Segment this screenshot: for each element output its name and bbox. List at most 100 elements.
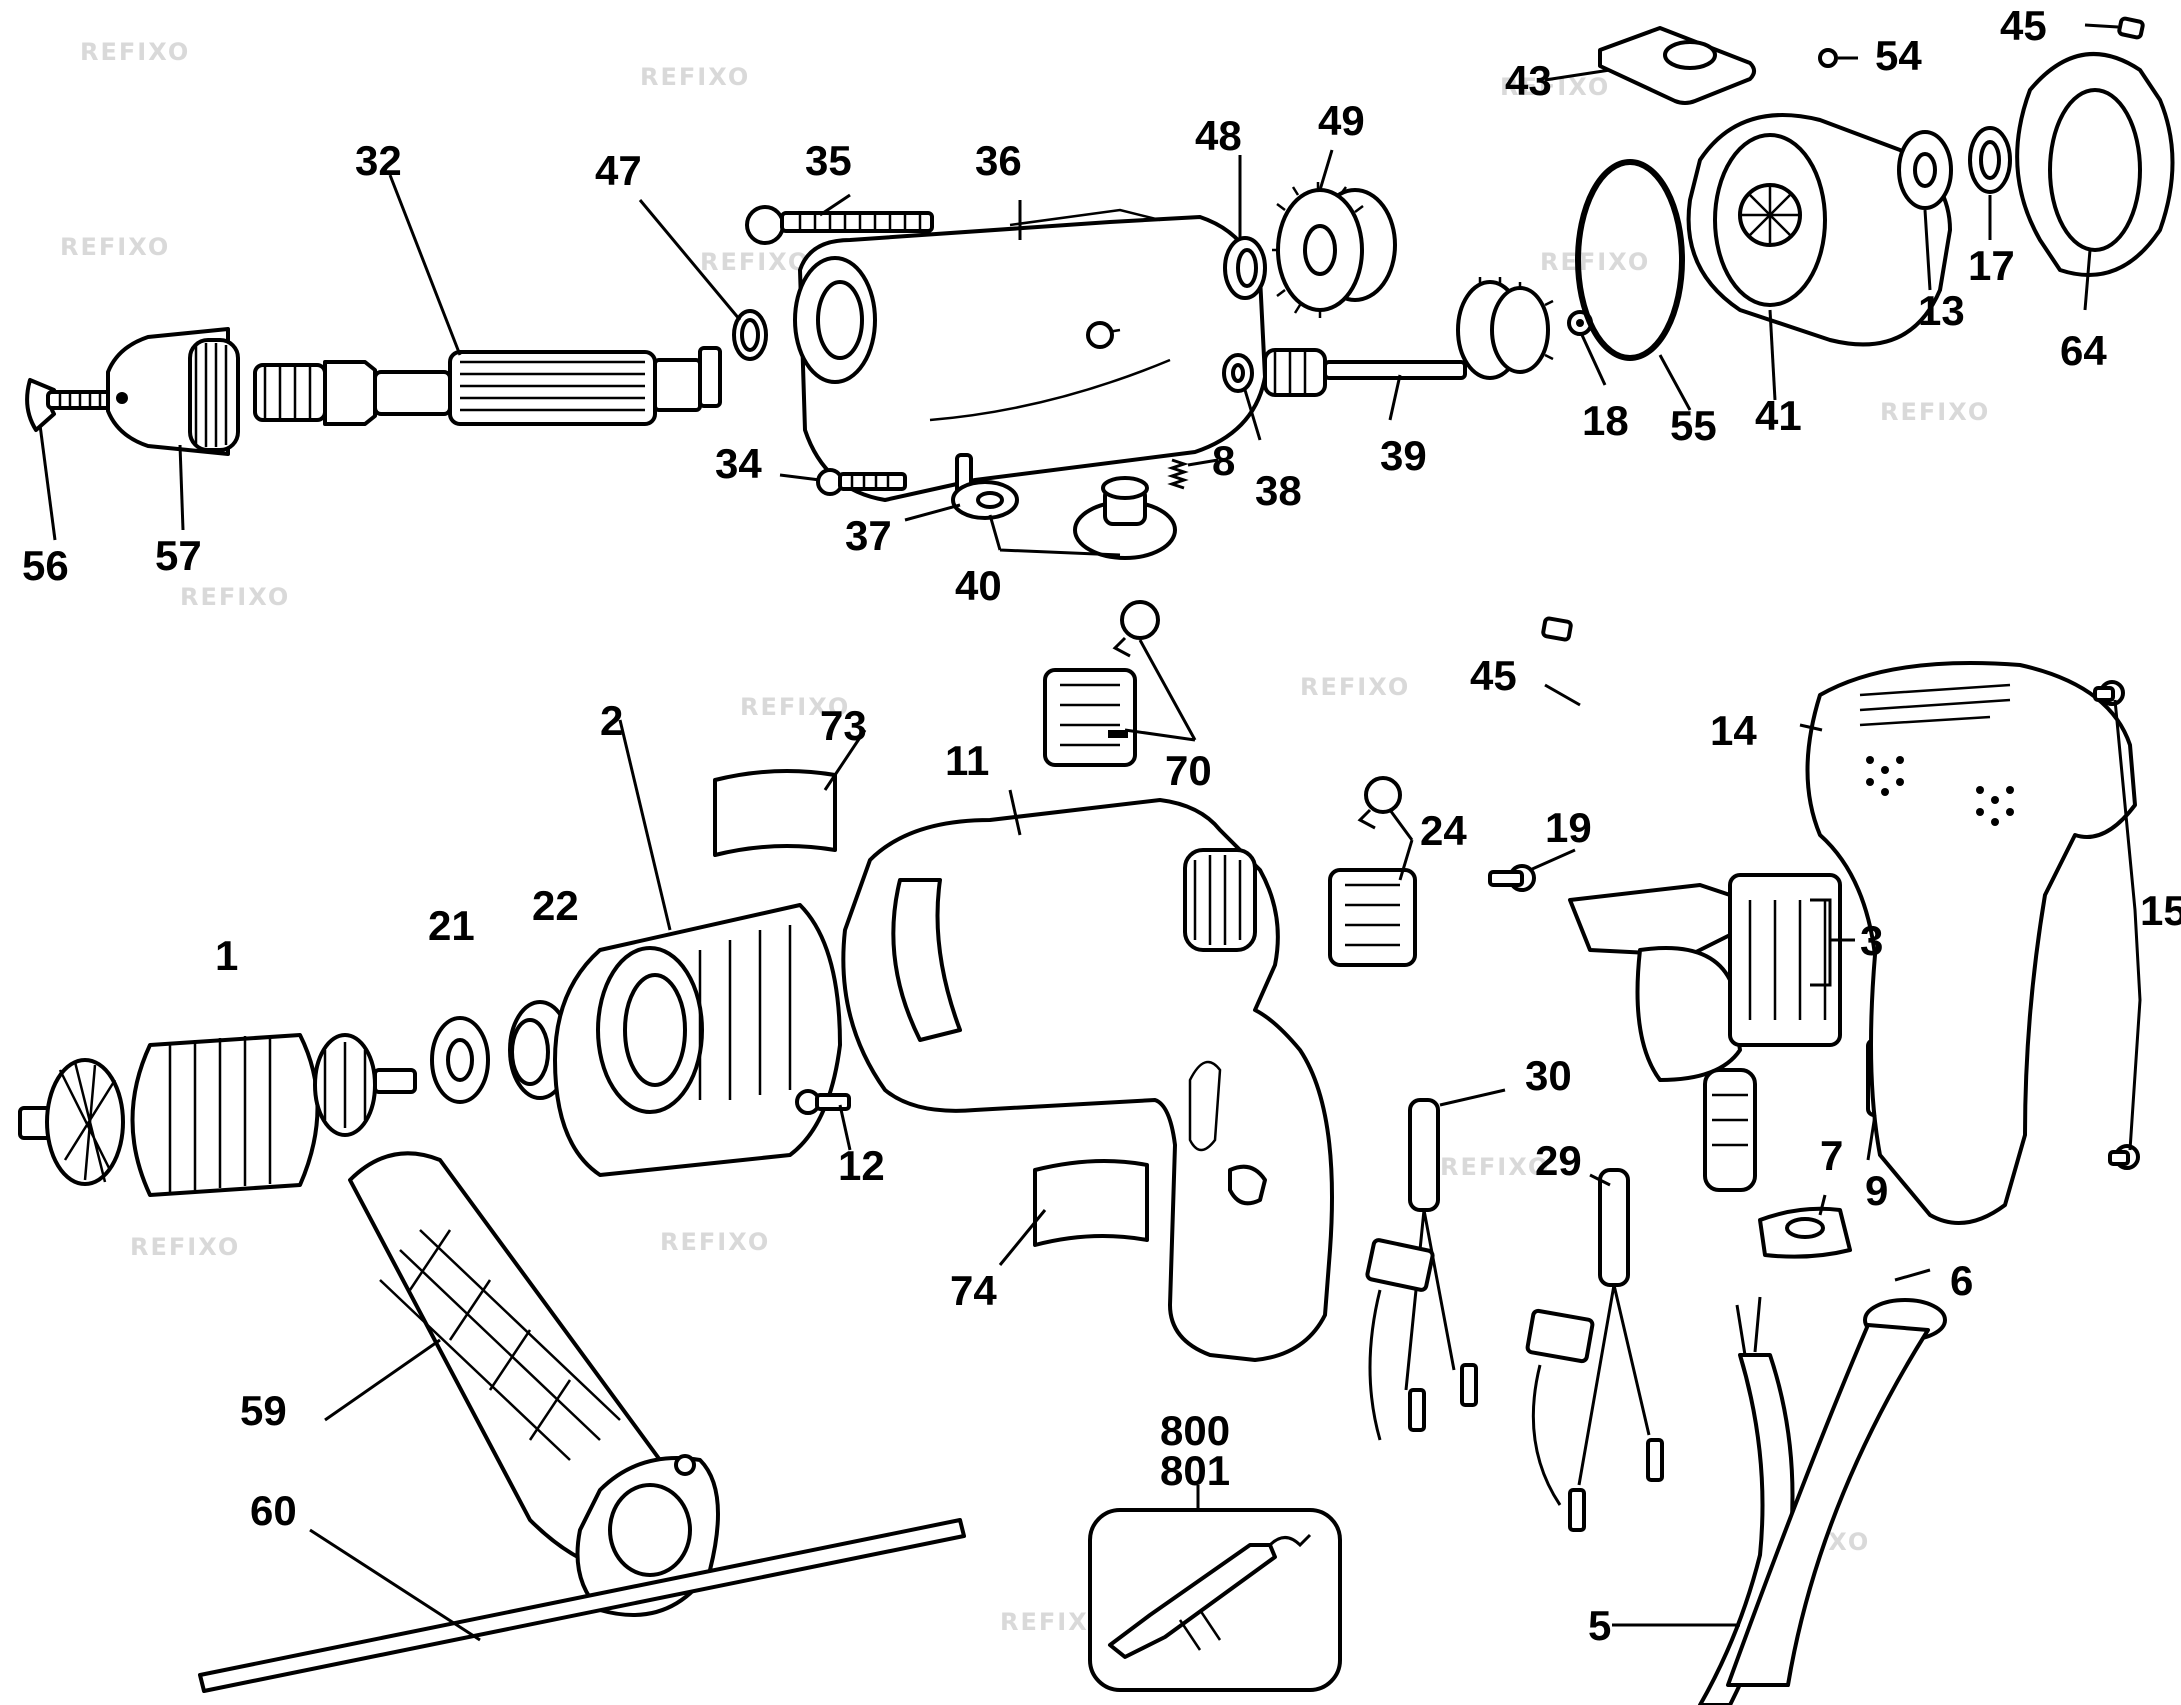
part-45-pad-top[interactable]: [2117, 16, 2145, 40]
label-54: 54: [1875, 32, 1922, 79]
label-7: 7: [1820, 1132, 1843, 1179]
part-13-ball-bearing[interactable]: [1897, 130, 1953, 210]
watermark: REFIXO: [700, 248, 810, 276]
watermark: REFIXO: [660, 1228, 770, 1256]
label-73: 73: [820, 702, 867, 749]
part-14-handle-half[interactable]: [1805, 661, 2137, 1225]
label-801: 801: [1160, 1447, 1230, 1494]
part-47-o-ring[interactable]: [732, 309, 768, 361]
label-64: 64: [2060, 327, 2107, 374]
label-21: 21: [428, 902, 475, 949]
label-55: 55: [1670, 402, 1717, 449]
part-55-o-ring[interactable]: [1575, 159, 1685, 361]
part-34-screw[interactable]: [816, 468, 907, 496]
label-60: 60: [250, 1487, 297, 1534]
label-24: 24: [1420, 807, 1467, 854]
label-40: 40: [955, 562, 1002, 609]
label-9: 9: [1865, 1167, 1888, 1214]
part-8-spring[interactable]: [1167, 458, 1189, 490]
watermark: REFIXO: [1540, 248, 1650, 276]
part-800-801-accessory-inset[interactable]: [1088, 1508, 1342, 1692]
part-35-screw[interactable]: [745, 205, 934, 245]
label-17: 17: [1968, 242, 2015, 289]
part-29-carbon-brush-set[interactable]: [1525, 1168, 1664, 1532]
label-22: 22: [532, 882, 579, 929]
leader-lines: [38, 23, 2142, 1642]
part-19-screw[interactable]: [1488, 864, 1536, 892]
label-3: 3: [1860, 917, 1883, 964]
watermark: REFIXO: [1880, 398, 1990, 426]
part-11-motor-housing[interactable]: [841, 798, 1334, 1362]
part-70-brush-holder[interactable]: [1043, 600, 1160, 767]
label-45-top: 45: [2000, 2, 2047, 49]
part-57-chuck[interactable]: [106, 327, 240, 456]
label-59: 59: [240, 1387, 287, 1434]
label-13: 13: [1918, 287, 1965, 334]
part-40-knob[interactable]: [1073, 476, 1177, 560]
label-11: 11: [945, 737, 989, 784]
label-39: 39: [1380, 432, 1427, 479]
part-59-side-handle[interactable]: [348, 1151, 720, 1617]
label-57: 57: [155, 532, 202, 579]
label-800: 800: [1160, 1407, 1230, 1454]
part-24-brush-holder[interactable]: [1328, 776, 1417, 967]
part-60-depth-rod[interactable]: [198, 1518, 966, 1693]
part-45-pad-middle[interactable]: [1541, 616, 1573, 642]
label-6: 6: [1950, 1257, 1973, 1304]
part-43-cover-plate[interactable]: [1598, 26, 1756, 105]
part-49-gear-cluster[interactable]: [1272, 182, 1397, 318]
label-49: 49: [1318, 97, 1365, 144]
part-6-cord-sleeve[interactable]: [1726, 1298, 1947, 1687]
label-45-middle: 45: [1470, 652, 1517, 699]
label-8: 8: [1212, 437, 1235, 484]
watermark: REFIXO: [60, 233, 170, 261]
label-14: 14: [1710, 707, 1757, 754]
label-70: 70: [1165, 747, 1212, 794]
label-19: 19: [1545, 804, 1592, 851]
part-48-clip[interactable]: [1223, 236, 1267, 300]
part-38-washer[interactable]: [1222, 353, 1254, 393]
part-3-switch[interactable]: [1568, 873, 1842, 1192]
part-1-armature[interactable]: [18, 1033, 417, 1197]
part-36-gear-housing[interactable]: [793, 208, 1267, 502]
part-39-intermediate-shaft[interactable]: [1263, 277, 1554, 397]
part-74-label[interactable]: [1033, 1159, 1149, 1247]
label-48: 48: [1195, 112, 1242, 159]
part-41-bearing-housing[interactable]: [1686, 113, 1952, 347]
label-47: 47: [595, 147, 642, 194]
part-54-nut[interactable]: [1818, 48, 1838, 68]
label-41: 41: [1755, 392, 1802, 439]
label-34: 34: [715, 440, 762, 487]
part-17-bearing-sleeve[interactable]: [1968, 126, 2012, 194]
part-64-retaining-frame[interactable]: [2015, 52, 2175, 277]
label-74: 74: [950, 1267, 997, 1314]
part-7-cord-clamp[interactable]: [1758, 1206, 1852, 1259]
label-12: 12: [838, 1142, 885, 1189]
part-37-lever[interactable]: [951, 453, 1019, 520]
label-2: 2: [600, 697, 623, 744]
label-15: 15: [2140, 887, 2181, 934]
part-73-label[interactable]: [713, 769, 837, 857]
watermark: REFIXO: [80, 38, 190, 66]
label-30: 30: [1525, 1052, 1572, 1099]
part-56-screw[interactable]: [25, 378, 112, 432]
label-56: 56: [22, 542, 69, 589]
part-5-power-cord[interactable]: [1698, 1296, 1795, 1705]
label-35: 35: [805, 137, 852, 184]
part-30-carbon-brush-set[interactable]: [1365, 1098, 1478, 1441]
watermark: REFIXO: [1300, 673, 1410, 701]
label-5: 5: [1588, 1602, 1611, 1649]
label-18: 18: [1582, 397, 1629, 444]
part-2-field-stator[interactable]: [553, 903, 842, 1177]
watermark: REFIXO: [1440, 1153, 1550, 1181]
watermark: REFIXO: [740, 693, 850, 721]
label-38: 38: [1255, 467, 1302, 514]
label-32: 32: [355, 137, 402, 184]
part-15-screws[interactable]: [2093, 680, 2140, 1170]
part-32-spindle[interactable]: [253, 346, 722, 426]
watermark: REFIXO: [130, 1233, 240, 1261]
label-37: 37: [845, 512, 892, 559]
watermark: REFIXO: [180, 583, 290, 611]
part-21-ball-bearing[interactable]: [430, 1016, 490, 1104]
